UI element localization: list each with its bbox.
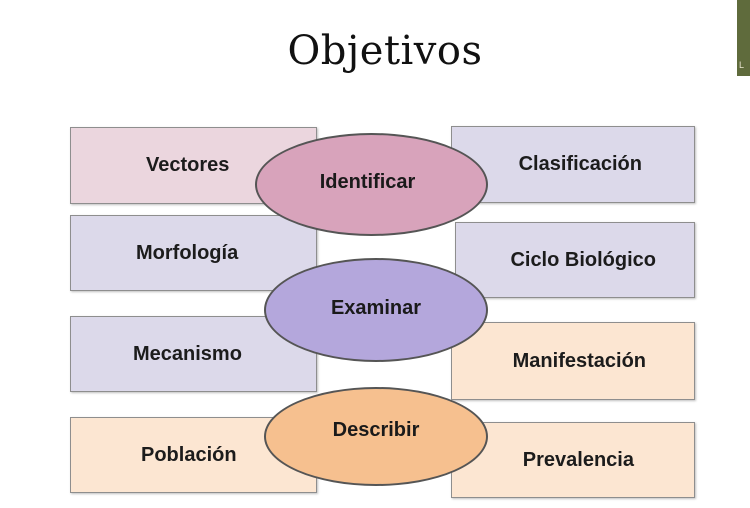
box-label: Mecanismo bbox=[133, 342, 242, 365]
box-label: Prevalencia bbox=[522, 448, 634, 471]
box-label: Ciclo Biológico bbox=[510, 248, 656, 271]
box-label: Manifestación bbox=[512, 349, 646, 372]
ellipse-label: Examinar bbox=[330, 296, 422, 319]
thumbnail-text: L bbox=[739, 60, 745, 70]
box-prevalencia: Prevalencia bbox=[451, 422, 695, 498]
box-clasificacion: Clasificación bbox=[451, 126, 695, 203]
page-title: Objetivos bbox=[287, 28, 483, 74]
ellipse-label: Identificar bbox=[319, 171, 416, 193]
box-label: Clasificación bbox=[518, 153, 642, 175]
ellipse-describir: Describir bbox=[264, 387, 488, 486]
ellipse-identificar: Identificar bbox=[255, 133, 488, 236]
box-manifestacion: Manifestación bbox=[451, 322, 695, 400]
box-label: Vectores bbox=[146, 154, 230, 176]
box-poblacion: Población bbox=[70, 417, 317, 493]
box-ciclo-biologico: Ciclo Biológico bbox=[455, 222, 695, 298]
box-label: Morfología bbox=[136, 241, 239, 264]
box-morfologia: Morfología bbox=[70, 215, 317, 291]
box-label: Población bbox=[141, 443, 237, 466]
ellipse-label: Describir bbox=[332, 419, 420, 441]
ellipse-examinar: Examinar bbox=[264, 258, 488, 362]
video-thumbnail: L bbox=[737, 0, 750, 76]
